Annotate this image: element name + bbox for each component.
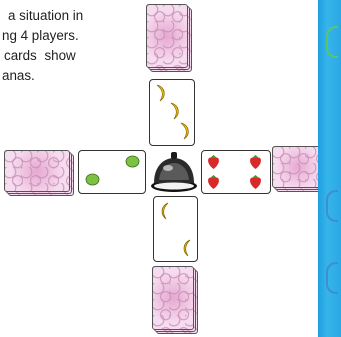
strawberry-icon xyxy=(206,174,221,190)
rules-caption: a situation in ng 4 players. cards show … xyxy=(0,6,150,86)
caption-line: a situation in xyxy=(8,6,150,26)
panel-tab xyxy=(326,26,338,58)
caption-line: anas. xyxy=(2,66,150,86)
lime-icon xyxy=(125,155,140,168)
face-card-bottom xyxy=(153,196,198,262)
card-back xyxy=(272,146,324,188)
strawberry-icon xyxy=(248,154,263,170)
draw-pile-bottom[interactable] xyxy=(152,266,200,334)
banana-icon xyxy=(168,102,182,120)
banana-icon xyxy=(178,122,192,140)
service-bell-icon[interactable] xyxy=(148,150,200,194)
banana-icon xyxy=(154,84,168,102)
face-card-right xyxy=(201,150,271,194)
card-back xyxy=(152,266,194,330)
card-back xyxy=(4,150,70,192)
panel-tab xyxy=(326,262,338,294)
face-card-top xyxy=(149,79,195,146)
side-panel xyxy=(318,0,341,337)
caption-line: cards show xyxy=(4,46,150,66)
strawberry-icon xyxy=(248,174,263,190)
caption-line: ng 4 players. xyxy=(2,26,150,46)
card-back xyxy=(146,4,188,68)
lime-icon xyxy=(85,173,100,186)
banana-icon xyxy=(180,239,194,257)
face-card-left xyxy=(78,150,146,194)
draw-pile-top[interactable] xyxy=(146,4,192,74)
panel-tab xyxy=(326,190,338,222)
banana-icon xyxy=(158,202,172,220)
draw-pile-left[interactable] xyxy=(4,150,76,196)
strawberry-icon xyxy=(206,154,221,170)
